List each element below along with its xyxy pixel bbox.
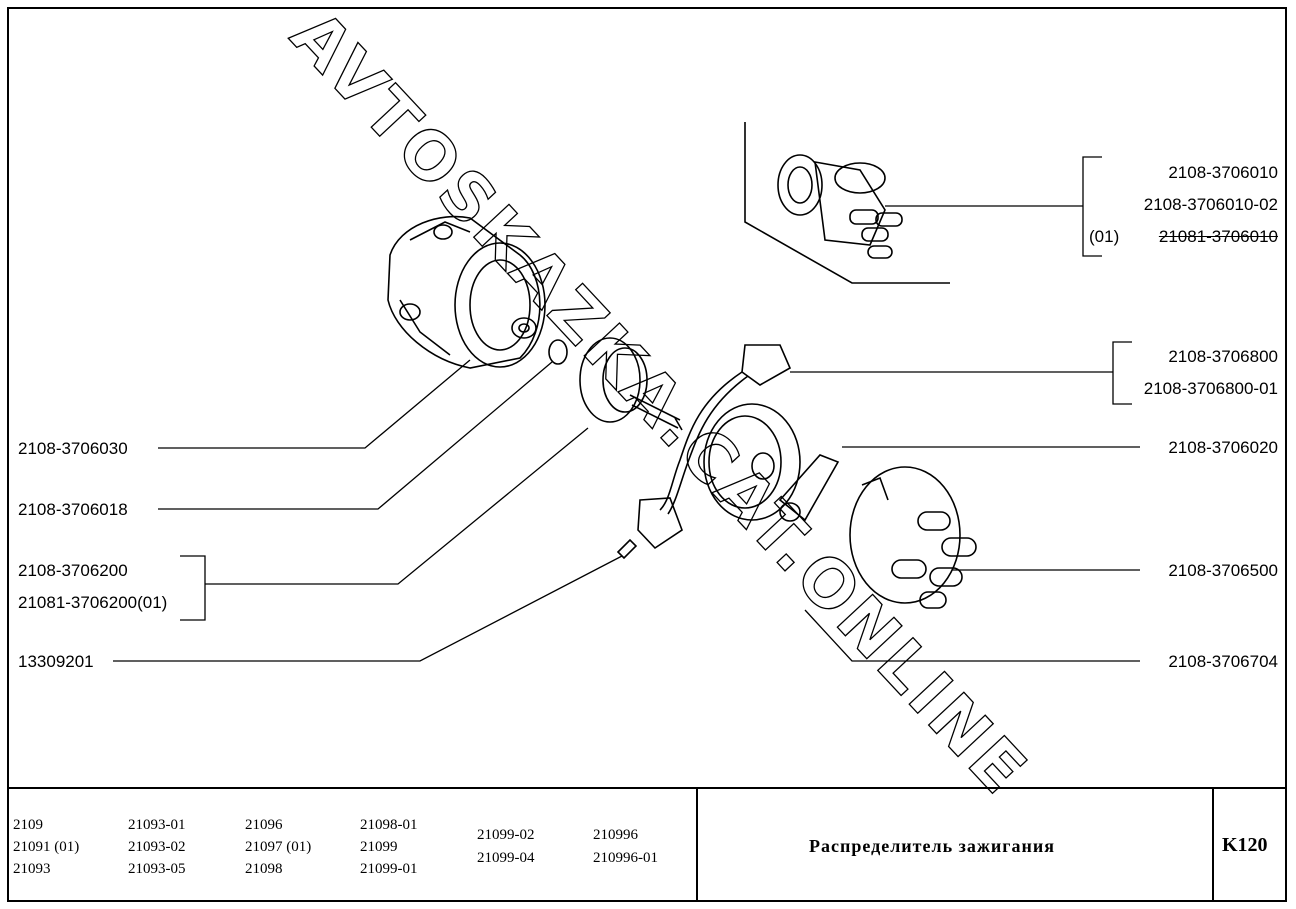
label-screen: 2108-3706020	[1168, 438, 1278, 457]
leader-oring	[158, 361, 553, 510]
leader-rotor	[804, 609, 1140, 662]
label-sensor: 2108-3706800	[1168, 347, 1278, 366]
model-item: 21093-02	[128, 839, 186, 855]
assembled-distributor-drawing	[777, 154, 903, 259]
leader-shaft	[205, 427, 589, 585]
bracket-sensor	[1112, 341, 1132, 405]
model-item: 21097 (01)	[245, 839, 312, 855]
label-cap: 2108-3706500	[1168, 561, 1278, 580]
model-item: 21093-05	[128, 861, 186, 877]
leader-housing	[158, 359, 471, 449]
label-housing: 2108-3706030	[18, 439, 128, 458]
title-block: 2109 21091 (01) 21093 21093-01 21093-02 …	[7, 787, 1287, 902]
page-title: Распределитель зажигания	[809, 836, 1055, 856]
model-item: 21093	[13, 861, 51, 877]
label-oring: 2108-3706018	[18, 500, 128, 519]
label-assembly: 2108-3706010	[1168, 163, 1278, 182]
title-cell	[696, 789, 1214, 902]
model-item: 21091 (01)	[13, 839, 80, 855]
rotor-drawing	[778, 454, 840, 522]
leader-screw	[113, 555, 623, 662]
sensor-drawing	[637, 344, 792, 550]
label-assembly-01: 21081-3706010	[1158, 227, 1278, 246]
label-assembly-01-prefix: (01)	[1089, 227, 1120, 246]
model-item: 2109	[13, 817, 43, 833]
model-item: 21099	[360, 839, 398, 855]
model-item: 210996	[593, 827, 638, 843]
label-screw: 13309201	[18, 652, 94, 671]
screw-drawing	[616, 538, 638, 560]
leader-lines	[113, 156, 1140, 662]
cap-drawing	[849, 466, 977, 609]
models-cell	[7, 789, 698, 902]
label-shaft: 2108-3706200	[18, 561, 128, 580]
housing-drawing	[387, 215, 546, 369]
bracket-shaft	[180, 555, 206, 621]
model-item: 21098-01	[360, 817, 418, 833]
label-rotor: 2108-3706704	[1168, 652, 1278, 671]
model-item: 210996-01	[593, 850, 658, 866]
model-item: 21099-04	[477, 850, 535, 866]
model-item: 21099-02	[477, 827, 535, 843]
model-item: 21093-01	[128, 817, 186, 833]
model-item: 21096	[245, 817, 283, 833]
model-item: 21099-01	[360, 861, 418, 877]
label-assembly-alt: 2108-3706010-02	[1143, 195, 1278, 214]
label-shaft-alt: 21081-3706200(01)	[18, 593, 168, 612]
oring-drawing	[548, 339, 568, 365]
shaft-drawing	[579, 337, 683, 431]
model-item: 21098	[245, 861, 283, 877]
label-sensor-alt: 2108-3706800-01	[1143, 379, 1278, 398]
bracket-assembly	[1082, 156, 1102, 257]
screen-drawing	[703, 403, 801, 521]
sheet-code: K120	[1222, 834, 1268, 856]
inset-frame-line	[744, 122, 950, 284]
drawing-frame	[7, 7, 1287, 902]
